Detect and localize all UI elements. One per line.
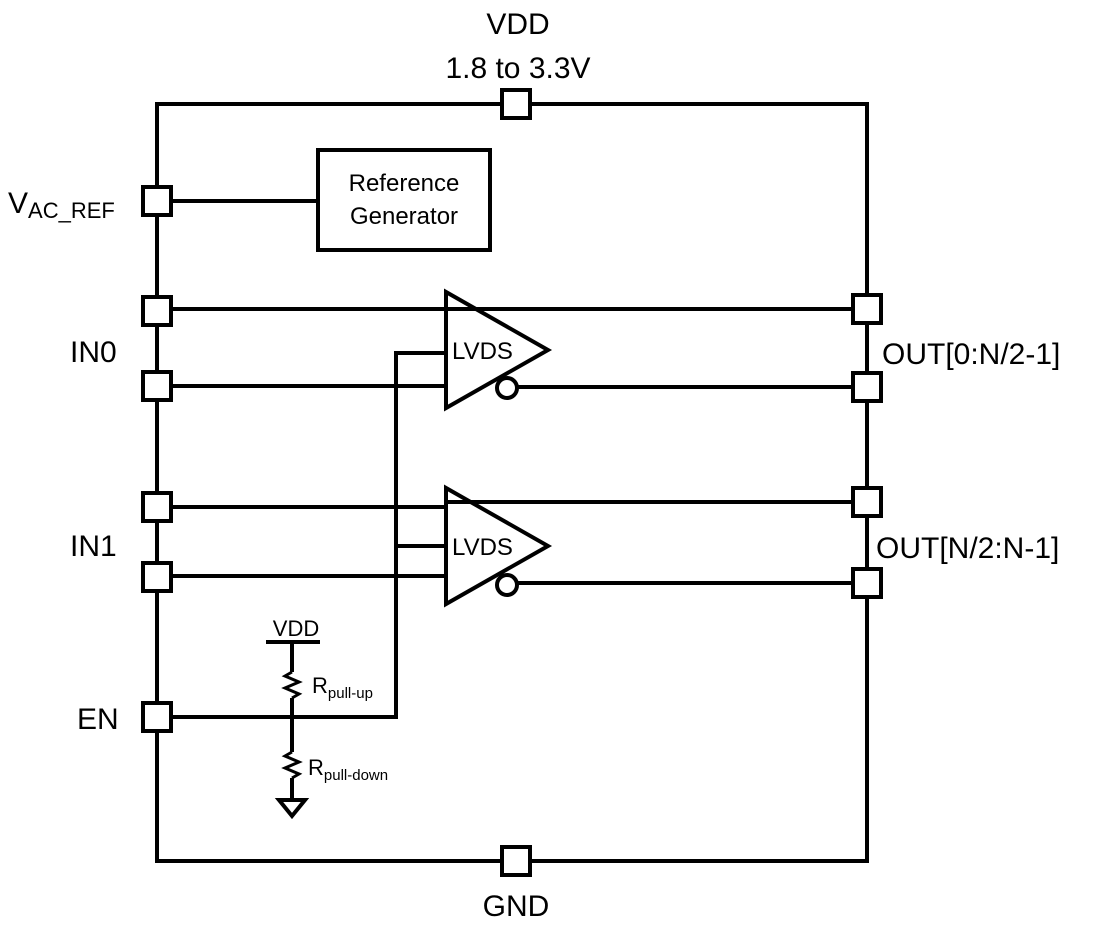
lvds-buffer-1-label: LVDS [452,534,513,561]
out0-n-pin [851,371,883,403]
out1-p-pin [851,486,883,518]
pulldown-resistor [281,750,303,780]
en-label: EN [77,703,119,736]
reference-generator-line2: Generator [350,203,458,230]
vac-ref-pin [141,185,173,217]
vac-ref-label: VAC_REF [8,187,115,223]
gnd-pin [500,845,532,877]
lvds-buffer-0-label: LVDS [452,338,513,365]
gnd-label: GND [483,890,550,923]
pullup-resistor [281,670,303,700]
vdd-range-label: 1.8 to 3.3V [445,52,590,85]
ground-symbol [274,798,310,820]
buffer-0-invert-bubble [495,376,519,400]
in0-n-pin [141,370,173,402]
internal-vdd-label: VDD [273,616,319,641]
buffer-1-invert-bubble [495,573,519,597]
vdd-label: VDD [486,8,549,41]
in0-label: IN0 [70,336,117,369]
reference-generator-block [316,148,492,252]
chip-outline [155,102,869,863]
out1-label: OUT[N/2:N-1] [876,532,1059,565]
enable-wire [171,351,446,719]
rpullup-label: Rpull-up [312,673,373,702]
out0-p-pin [851,293,883,325]
reference-generator-line1: Reference [349,170,460,197]
lvds-buffer-0 [444,288,553,412]
in1-n-pin [141,561,173,593]
out1-n-pin [851,567,883,599]
in1-p-pin [141,491,173,523]
en-pin [141,701,173,733]
vdd-pin [500,88,532,120]
out0-label: OUT[0:N/2-1] [882,338,1060,371]
rpulldown-label: Rpull-down [308,755,388,784]
in0-p-pin [141,295,173,327]
in1-label: IN1 [70,530,117,563]
